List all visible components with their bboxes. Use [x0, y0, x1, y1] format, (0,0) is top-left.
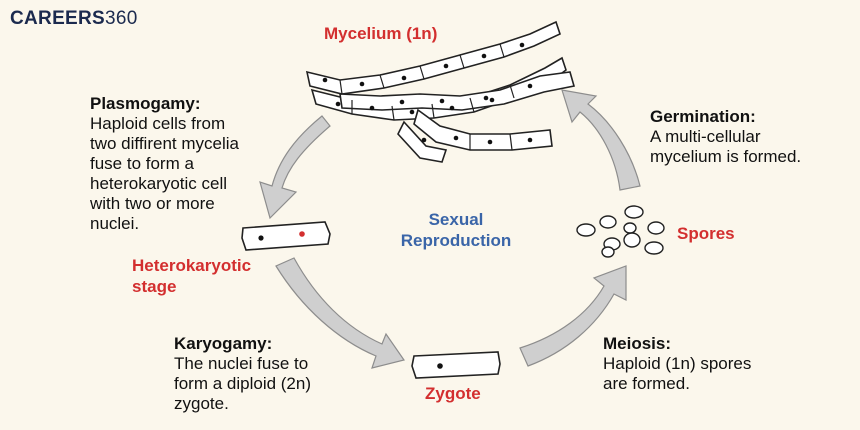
cycle-arrows — [259, 89, 641, 369]
plasmogamy-line: two diffirent mycelia — [90, 134, 239, 153]
plasmogamy-title: Plasmogamy: — [90, 94, 201, 113]
karyogamy-line: zygote. — [174, 394, 229, 413]
arrow-germination — [561, 89, 641, 191]
meiosis-line: Haploid (1n) spores — [603, 354, 752, 373]
center-label: Sexual Reproduction — [388, 209, 524, 251]
plasmogamy-line: nuclei. — [90, 214, 140, 233]
plasmogamy-line: Haploid cells from — [90, 114, 226, 133]
karyogamy-block: Karyogamy: The nuclei fuse to form a dip… — [174, 334, 364, 414]
spores-cluster — [576, 205, 665, 258]
germination-title: Germination: — [650, 107, 756, 126]
zygote-label-text: Zygote — [425, 384, 481, 403]
karyogamy-line: form a diploid (2n) — [174, 374, 312, 393]
zygote-cell — [411, 351, 501, 379]
arrow-plasmogamy — [259, 115, 331, 220]
spores-label: Spores — [677, 224, 735, 244]
logo-text: CAREERS — [10, 8, 106, 29]
center-label-line2: Reproduction — [400, 231, 512, 250]
meiosis-block: Meiosis: Haploid (1n) spores are formed. — [603, 334, 793, 394]
careers360-logo: CAREERS360 — [10, 8, 138, 30]
karyogamy-line: The nuclei fuse to — [174, 354, 309, 373]
mycelium-septa — [339, 43, 515, 151]
mycelium-label-text: Mycelium (1n) — [324, 24, 438, 43]
germination-block: Germination: A multi-cellular mycelium i… — [650, 107, 840, 167]
logo-number: 360 — [105, 8, 138, 29]
center-label-line1: Sexual — [428, 210, 484, 229]
plasmogamy-line: heterokaryotic cell — [90, 174, 228, 193]
meiosis-line: are formed. — [603, 374, 690, 393]
plasmogamy-line: with two or more — [90, 194, 215, 213]
plasmogamy-line: fuse to form a — [90, 154, 194, 173]
meiosis-title: Meiosis: — [603, 334, 672, 353]
zygote-label: Zygote — [425, 384, 481, 404]
heterokaryotic-label-line1: Heterokaryotic — [132, 256, 252, 275]
heterokaryotic-cell — [241, 221, 331, 251]
germination-line: mycelium is formed. — [650, 147, 802, 166]
mycelium-label: Mycelium (1n) — [324, 24, 437, 44]
arrow-karyogamy — [275, 257, 405, 369]
heterokaryotic-label-line2: stage — [132, 277, 177, 296]
mycelium-illustration — [305, 20, 576, 163]
mycelium-nuclei — [322, 42, 533, 145]
germination-line: A multi-cellular — [650, 127, 761, 146]
arrow-meiosis — [519, 265, 627, 367]
spores-label-text: Spores — [677, 224, 735, 243]
plasmogamy-block: Plasmogamy: Haploid cells from two diffi… — [90, 94, 290, 234]
heterokaryotic-label: Heterokaryotic stage — [132, 255, 251, 297]
karyogamy-title: Karyogamy: — [174, 334, 273, 353]
